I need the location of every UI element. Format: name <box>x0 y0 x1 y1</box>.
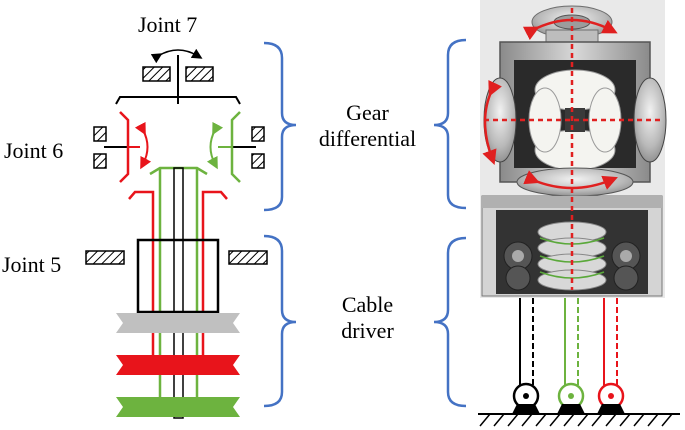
cable-driver-label: Cable driver <box>300 292 435 344</box>
joint5-bearing <box>85 250 268 265</box>
gear-label-line1: Gear <box>346 100 389 125</box>
ground <box>478 413 680 427</box>
gear-label-line2: differential <box>318 126 417 151</box>
gray-pulley <box>116 313 240 333</box>
red-drive-shaft <box>128 190 228 362</box>
photo-axis-lines <box>484 8 662 290</box>
joint6-label: Joint 6 <box>4 138 64 163</box>
joint5-label: Joint 5 <box>2 252 62 277</box>
green-side-bevel-gear <box>206 111 241 183</box>
gear-differential-label: Gear differential <box>300 100 435 152</box>
cable-lines <box>519 298 618 390</box>
red-pulley <box>116 355 240 375</box>
bracket-right-gear <box>433 38 467 210</box>
green-pulley <box>116 397 240 417</box>
joint7-bearing <box>142 55 214 97</box>
joint7-label: Joint 7 <box>138 12 198 37</box>
prototype-photo <box>480 0 667 298</box>
cable-label-line1: Cable <box>341 292 394 317</box>
output-bevel-gear <box>115 96 241 105</box>
joint6-bearing-left <box>93 126 128 169</box>
joint7-rotation-arrow-icon <box>150 48 203 64</box>
bracket-right-cable <box>433 236 467 408</box>
photo-rotation-arrows <box>482 18 618 190</box>
joint5-housing <box>136 238 220 314</box>
bracket-left-gear <box>263 41 297 212</box>
red-side-bevel-gear <box>119 111 152 183</box>
motor-pulley-green <box>557 382 585 414</box>
motor-pulley-black <box>512 382 540 414</box>
bracket-left-cable <box>263 234 297 408</box>
cable-label-line2: driver <box>341 318 394 343</box>
center-shaft <box>173 167 184 419</box>
motor-pulley-red <box>597 382 625 414</box>
joint6-bearing-right <box>232 126 265 169</box>
